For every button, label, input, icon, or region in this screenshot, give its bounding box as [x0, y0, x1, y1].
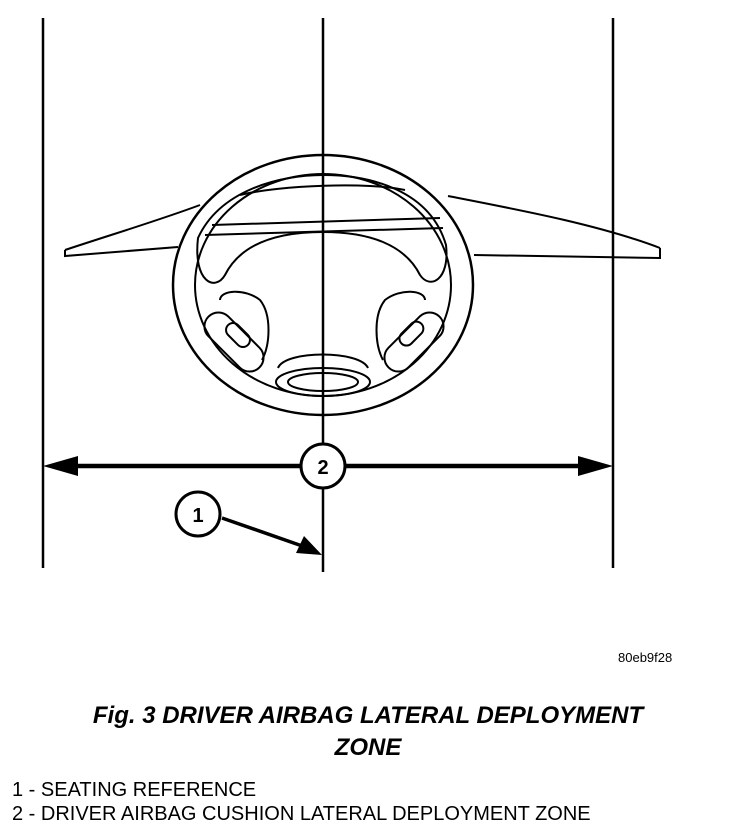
legend-item-1: 1 - SEATING REFERENCE	[12, 779, 257, 801]
caption-line-2: ZONE	[334, 734, 402, 761]
callout-2: 2	[299, 442, 347, 490]
callout-2-number: 2	[317, 457, 328, 479]
callout-1: 1	[174, 490, 222, 538]
figure-code: 80eb9f28	[618, 650, 673, 665]
dashboard-outline	[64, 195, 661, 260]
arrow-head-right	[578, 456, 613, 476]
callout-1-arrow-head	[296, 536, 322, 555]
airbag-deployment-diagram: 2 1	[41, 18, 661, 572]
callout-1-number: 1	[192, 505, 203, 527]
caption-line-1: Fig. 3 DRIVER AIRBAG LATERAL DEPLOYMENT	[92, 702, 644, 729]
legend-item-2: 2 - DRIVER AIRBAG CUSHION LATERAL DEPLOY…	[12, 803, 591, 825]
callout-1-leader	[221, 516, 309, 550]
legend: 1 - SEATING REFERENCE 2 - DRIVER AIRBAG …	[12, 778, 591, 826]
figure-caption: Fig. 3 DRIVER AIRBAG LATERAL DEPLOYMENT …	[0, 700, 736, 764]
arrow-head-left	[43, 456, 78, 476]
